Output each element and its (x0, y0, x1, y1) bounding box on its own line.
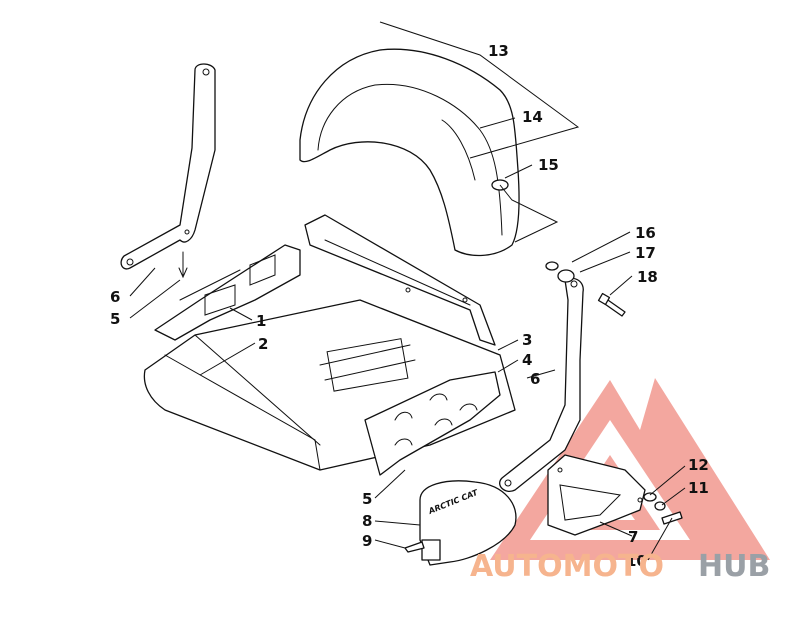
hardware-set (404, 261, 683, 553)
callout-15: 15 (538, 156, 559, 174)
callout-14: 14 (522, 108, 543, 126)
side-bracket-plate (547, 454, 646, 536)
backrest-cushion (299, 48, 520, 257)
callout-11: 11 (688, 479, 709, 497)
callout-5-top: 5 (110, 310, 120, 328)
left-support-arm (120, 63, 216, 279)
slotted-frame (364, 371, 501, 476)
callout-17: 17 (635, 244, 656, 262)
backrest-logo-plate: ARCTIC CAT (419, 480, 517, 566)
callout-5-bottom: 5 (362, 490, 372, 508)
spacer-icon (557, 269, 575, 283)
rear-panel (304, 214, 496, 346)
watermark-word-hub: HUB (698, 549, 770, 584)
callout-12: 12 (688, 456, 709, 474)
callout-4: 4 (522, 351, 532, 369)
callout-10: 10 (626, 552, 647, 570)
leader-lines (129, 21, 686, 561)
hinge-mount (154, 244, 301, 341)
washer-icon (545, 261, 559, 271)
callout-9: 9 (362, 532, 372, 550)
watermark-word-automoto: AUTOMOTO (470, 549, 664, 584)
callout-6-right: 6 (530, 370, 540, 388)
callout-labels: 13 14 15 16 17 18 6 5 1 2 3 4 6 12 11 5 … (110, 42, 709, 570)
callout-8: 8 (362, 512, 372, 530)
callout-3: 3 (522, 331, 532, 349)
callout-16: 16 (635, 224, 656, 242)
callout-2: 2 (258, 335, 268, 353)
callout-18: 18 (637, 268, 658, 286)
right-support-arm (499, 277, 584, 492)
watermark-text: AUTOMOTO HUB (470, 549, 770, 584)
callout-7: 7 (628, 528, 638, 546)
callout-13: 13 (488, 42, 509, 60)
callout-1: 1 (256, 312, 266, 330)
callout-6-left: 6 (110, 288, 120, 306)
